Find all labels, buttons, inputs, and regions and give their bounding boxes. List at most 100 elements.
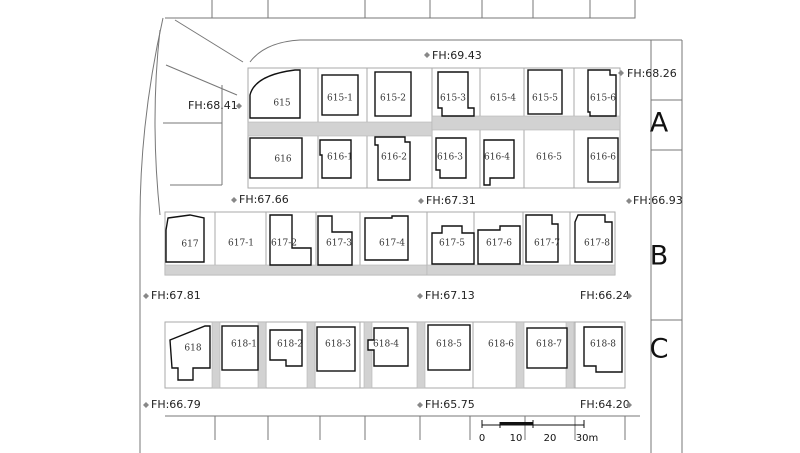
building-618-4 [367, 327, 409, 367]
building-618-5 [427, 324, 471, 371]
building-617-3 [317, 215, 353, 266]
lot-label-618-7: 618-7 [536, 340, 562, 350]
diamond-icon [231, 197, 237, 203]
diamond-icon [618, 70, 624, 76]
lot-label-615-2: 615-2 [380, 94, 406, 104]
lot-label-618-3: 618-3 [325, 340, 351, 350]
elevation-marker: FH:66.93 [626, 194, 683, 207]
block-a: 615 615-1 615-2 615-3 615-4 615-5 615-6 … [247, 67, 621, 189]
diamond-icon [424, 52, 430, 58]
building-618 [169, 325, 211, 381]
elevation-marker: FH:67.81 [143, 289, 201, 302]
elevation-label: FH:66.93 [633, 194, 683, 207]
lot-label-616-3: 616-3 [437, 153, 463, 163]
elevation-label: FH:69.43 [432, 49, 482, 62]
scale-bar: 0 10 20 30m [479, 420, 598, 444]
row-label-b: B [650, 241, 669, 272]
lot-label-618-2: 618-2 [277, 340, 303, 350]
lot-label-618-6: 618-6 [488, 340, 514, 350]
diamond-icon [417, 293, 423, 299]
building-618-2 [269, 329, 303, 367]
lot-label-617-1: 617-1 [228, 239, 254, 249]
building-616-2 [374, 136, 411, 181]
lot-label-616-6: 616-6 [590, 153, 616, 163]
diamond-icon [626, 198, 632, 204]
lot-label-617-4: 617-4 [379, 239, 405, 249]
elevation-marker: FH:67.66 [231, 193, 289, 206]
elevation-marker: FH:68.26 [618, 67, 677, 80]
lot-label-617: 617 [181, 240, 198, 250]
scale-tick-20: 20 [544, 433, 557, 444]
lot-label-618-5: 618-5 [436, 340, 462, 350]
lot-label-615-5: 615-5 [532, 94, 558, 104]
diamond-icon [143, 293, 149, 299]
lot-label-617-2: 617-2 [271, 239, 297, 249]
lot-label-618: 618 [184, 344, 201, 354]
elevation-markers: FH:69.43 FH:68.26 FH:68.41 FH:67.66 FH:6… [143, 49, 683, 411]
access-strip-a-west [247, 121, 433, 137]
elevation-label: FH:64.20 [580, 398, 630, 411]
lot-label-615-6: 615-6 [590, 94, 616, 104]
scale-tick-30m: 30m [576, 433, 598, 444]
building-618-8 [583, 326, 623, 373]
lot-label-617-8: 617-8 [584, 239, 610, 249]
access-strip-b-west [164, 264, 428, 276]
lot-label-616-4: 616-4 [484, 153, 510, 163]
elevation-marker: FH:68.41 [188, 99, 242, 112]
lot-label-618-1: 618-1 [231, 340, 257, 350]
lot-label-615-3: 615-3 [440, 94, 466, 104]
lot-label-617-6: 617-6 [486, 239, 512, 249]
lot-label-618-4: 618-4 [373, 340, 399, 350]
building-617-7 [525, 214, 559, 263]
block-c: 618 618-1 618-2 618-3 618-4 618-5 618-6 … [164, 321, 626, 389]
elevation-marker: FH:67.13 [417, 289, 475, 302]
elevation-label: FH:68.26 [627, 67, 677, 80]
building-615-6 [587, 69, 617, 117]
access-strip-c-4 [363, 321, 373, 389]
building-616-4 [483, 139, 515, 186]
lot-label-617-5: 617-5 [439, 239, 465, 249]
lot-label-616-1: 616-1 [327, 153, 353, 163]
row-label-a: A [650, 108, 669, 139]
diamond-icon [143, 402, 149, 408]
access-strip-b-east [426, 264, 616, 276]
elevation-marker: FH:67.31 [418, 194, 476, 207]
elevation-marker: FH:66.79 [143, 398, 201, 411]
elevation-marker: FH:64.20 [580, 398, 632, 411]
scale-tick-0: 0 [479, 433, 485, 444]
row-label-c: C [650, 334, 669, 365]
elevation-label: FH:67.66 [239, 193, 289, 206]
building-616-1 [319, 139, 352, 179]
elevation-label: FH:66.24 [580, 289, 630, 302]
building-617-8 [574, 214, 613, 263]
building-617-5 [431, 225, 475, 265]
diamond-icon [417, 402, 423, 408]
elevation-label: FH:67.81 [151, 289, 201, 302]
lot-label-616-5: 616-5 [536, 153, 562, 163]
access-strip-a-east [431, 115, 621, 131]
lot-label-617-3: 617-3 [326, 239, 352, 249]
access-strip-c-3 [306, 321, 316, 389]
block-b: 617 617-1 617-2 617-3 617-4 617-5 617-6 … [164, 211, 616, 276]
building-617 [165, 214, 205, 263]
elevation-marker: FH:66.24 [580, 289, 632, 302]
lot-label-615-1: 615-1 [327, 94, 353, 104]
access-strip-c-1 [211, 321, 221, 389]
elevation-label: FH:65.75 [425, 398, 475, 411]
elevation-label: FH:68.41 [188, 99, 238, 112]
building-616 [249, 137, 303, 179]
elevation-label: FH:67.31 [426, 194, 476, 207]
elevation-marker: FH:69.43 [424, 49, 482, 62]
diamond-icon [236, 103, 242, 109]
elevation-label: FH:67.13 [425, 289, 475, 302]
diamond-icon [418, 198, 424, 204]
building-618-7 [526, 327, 568, 369]
building-615-2 [374, 71, 412, 117]
building-618-3 [316, 326, 356, 372]
lot-label-615-4: 615-4 [490, 94, 516, 104]
road-network [139, 0, 683, 453]
building-615-4 [527, 69, 563, 115]
access-strip-c-2 [257, 321, 267, 389]
lot-label-617-7: 617-7 [534, 239, 560, 249]
lot-label-616: 616 [274, 155, 291, 165]
